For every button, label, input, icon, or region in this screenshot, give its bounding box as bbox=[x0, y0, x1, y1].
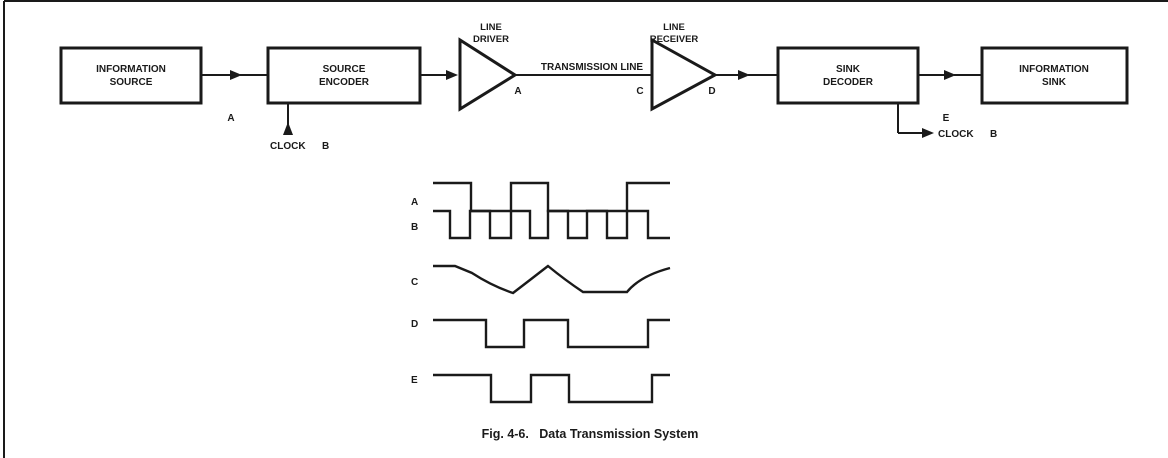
source-encoder-line1: SOURCE bbox=[323, 64, 366, 75]
waveform-label-b: B bbox=[411, 222, 418, 233]
information-sink-block: INFORMATION SINK bbox=[980, 46, 1129, 105]
clock-input-line bbox=[283, 103, 293, 135]
node-label-receiver-out: D bbox=[708, 86, 715, 97]
clock-in-node: B bbox=[322, 141, 329, 152]
waveform-b bbox=[433, 209, 670, 240]
information-sink-line1: INFORMATION bbox=[1019, 64, 1089, 75]
source-encoder-block: SOURCE ENCODER bbox=[266, 46, 422, 105]
waveform-label-c: C bbox=[411, 277, 418, 288]
clock-out-text: CLOCK bbox=[938, 129, 974, 140]
waveform-c bbox=[433, 264, 671, 295]
information-source-block: INFORMATION SOURCE bbox=[59, 46, 203, 105]
figure-caption: Fig. 4-6. Data Transmission System bbox=[482, 427, 699, 441]
node-label-driver-out: A bbox=[514, 86, 521, 97]
arrow-head-icon bbox=[230, 70, 242, 80]
information-source-line1: INFORMATION bbox=[96, 64, 166, 75]
node-label-receiver-in: C bbox=[636, 86, 643, 97]
line-driver-label-line2: DRIVER bbox=[473, 34, 509, 45]
sink-decoder-block: SINK DECODER bbox=[776, 46, 920, 105]
node-label-source-out: A bbox=[227, 113, 234, 124]
sink-decoder-line2: DECODER bbox=[823, 77, 874, 88]
wire-encoder-to-driver bbox=[420, 70, 458, 80]
line-driver-amplifier: LINE DRIVER bbox=[458, 22, 518, 112]
arrow-head-icon bbox=[446, 70, 458, 80]
line-receiver-label-line1: LINE bbox=[663, 22, 685, 33]
arrow-up-icon bbox=[283, 122, 293, 135]
timing-waveforms: A B C D E bbox=[411, 181, 671, 404]
arrow-head-icon bbox=[944, 70, 956, 80]
node-label-decoder-out: E bbox=[943, 113, 950, 124]
line-receiver-label-line2: RECEIVER bbox=[650, 34, 699, 45]
arrow-right-icon bbox=[922, 128, 934, 138]
figure-frame bbox=[3, 0, 1168, 458]
waveform-label-e: E bbox=[411, 375, 418, 386]
line-receiver-amplifier: LINE RECEIVER bbox=[650, 22, 719, 112]
clock-in-text: CLOCK bbox=[270, 141, 306, 152]
source-encoder-line2: ENCODER bbox=[319, 77, 370, 88]
information-source-line2: SOURCE bbox=[110, 77, 153, 88]
wire-receiver-to-decoder bbox=[715, 70, 778, 80]
waveform-label-a: A bbox=[411, 197, 418, 208]
waveform-label-d: D bbox=[411, 319, 418, 330]
waveform-a bbox=[433, 181, 670, 213]
arrow-head-icon bbox=[738, 70, 750, 80]
information-sink-line2: SINK bbox=[1042, 77, 1067, 88]
line-driver-label-line1: LINE bbox=[480, 22, 502, 33]
waveform-e bbox=[433, 373, 670, 404]
wire-decoder-to-sink bbox=[918, 70, 982, 80]
waveform-d bbox=[433, 318, 670, 349]
clock-output-line bbox=[897, 103, 934, 138]
sink-decoder-line1: SINK bbox=[836, 64, 861, 75]
clock-out-node: B bbox=[990, 129, 997, 140]
wire-source-to-encoder bbox=[201, 70, 268, 80]
transmission-line-label: TRANSMISSION LINE bbox=[541, 62, 644, 73]
